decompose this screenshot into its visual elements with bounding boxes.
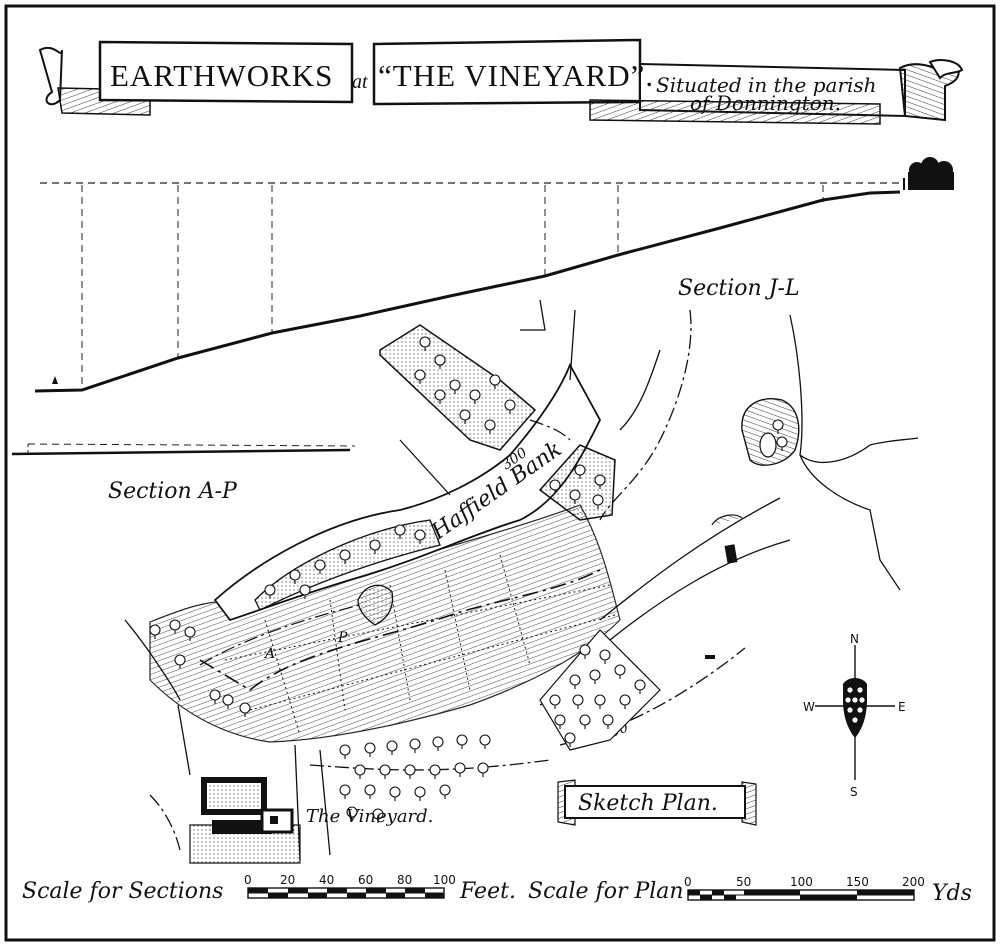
scale-plan-tick-100: 100	[790, 875, 813, 889]
scale-sections-tick-40: 40	[319, 873, 334, 887]
sketch-plan-banner: Sketch Plan.	[557, 779, 757, 826]
mound-earthwork	[741, 398, 800, 466]
scale-sections-tick-20: 20	[280, 873, 295, 887]
sketch-plan: Haffield Bank 300 A P	[124, 299, 919, 864]
title-the-vineyard: “THE VINEYARD”.	[378, 58, 654, 93]
compass-south: S	[850, 785, 858, 799]
compass-east: E	[898, 700, 906, 714]
building-east	[724, 544, 738, 564]
map-border	[4, 4, 996, 942]
scale-sections-tick-0: 0	[244, 873, 252, 887]
scale-plan-unit: Yds	[932, 881, 972, 906]
scale-plan-tick-200: 200	[902, 875, 925, 889]
scale-plan-tick-0: 0	[684, 875, 692, 889]
scale-plan: Scale for Plan 0 50 100 150 200 Yds	[528, 875, 972, 906]
subtitle-line1: Situated in the parish	[656, 73, 877, 97]
compass-rose: N S W E	[803, 632, 906, 799]
orchard-southeast	[539, 629, 661, 751]
title-earthworks: EARTHWORKS	[110, 58, 333, 93]
scale-sections: Scale for Sections 0 20 40 60 80 100 Fee…	[22, 873, 516, 904]
compass-north: N	[850, 632, 859, 646]
point-a-label: A	[263, 646, 275, 662]
sketch-plan-label: Sketch Plan.	[578, 791, 718, 816]
scale-sections-label: Scale for Sections	[22, 879, 223, 904]
scale-sections-tick-100: 100	[433, 873, 456, 887]
the-vineyard-label: The Vineyard.	[306, 806, 433, 827]
scale-plan-label: Scale for Plan	[528, 879, 684, 904]
scale-sections-tick-80: 80	[397, 873, 412, 887]
haffield-bank-road	[213, 362, 602, 622]
title-at: at	[352, 71, 368, 93]
section-ap-profile: Section A-P	[11, 443, 356, 504]
section-ap-label: Section A-P	[108, 479, 238, 504]
compass-west: W	[803, 700, 815, 714]
section-jl-profile: Section J-L	[34, 157, 954, 393]
scale-plan-tick-50: 50	[736, 875, 751, 889]
title-banner: EARTHWORKS at “THE VINEYARD”. Situated i…	[38, 38, 964, 125]
scale-sections-tick-60: 60	[358, 873, 373, 887]
vineyard-buildings	[189, 777, 301, 864]
subtitle-line2: of Donnington.	[690, 91, 841, 115]
scale-plan-tick-150: 150	[846, 875, 869, 889]
tree-clump-icon	[903, 157, 954, 190]
scale-sections-unit: Feet.	[459, 879, 516, 904]
section-jl-label: Section J-L	[678, 276, 800, 301]
point-p-label: P	[337, 630, 348, 646]
